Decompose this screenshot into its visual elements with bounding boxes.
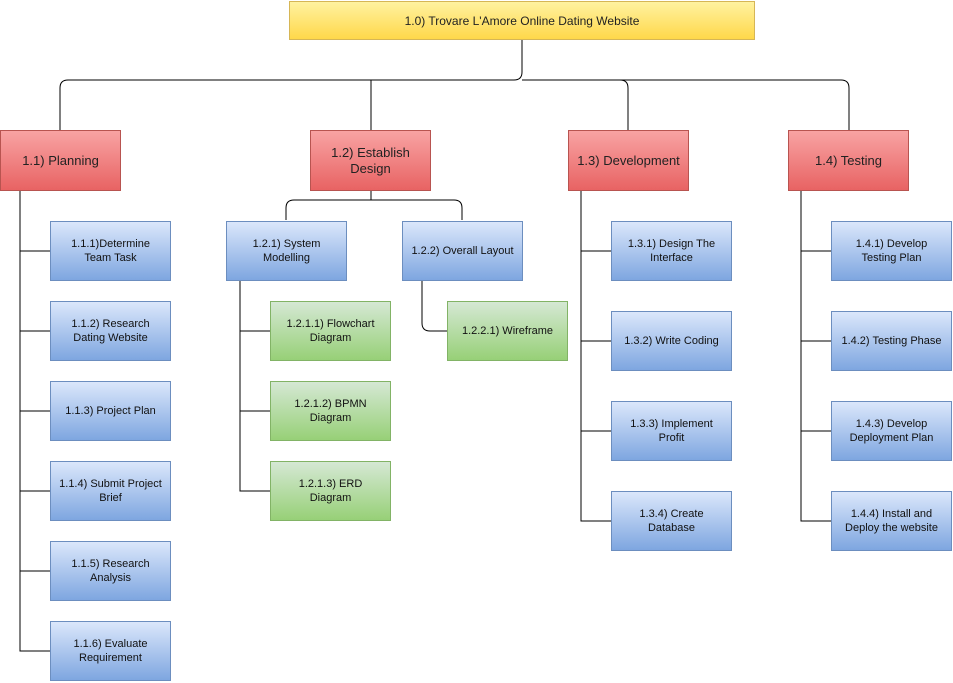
root-label: 1.0) Trovare L'Amore Online Dating Websi… [404,13,640,28]
task-label: 1.2.1) System Modelling [252,238,321,264]
task-label: 1.4.3) Develop Deployment Plan [849,418,934,444]
task-label: 1.1.5) Research Analysis [71,558,150,584]
task-label: 1.1.1)Determine Team Task [71,238,150,264]
subbranch-overall-layout[interactable]: 1.2.2) Overall Layout [402,221,523,281]
task-node[interactable]: 1.3.4) Create Database [611,491,732,551]
subtask-label: 1.2.1.2) BPMN Diagram [294,398,367,424]
branch-development[interactable]: 1.3) Development [568,130,689,191]
branch-label: 1.3) Development [577,152,680,168]
branch-planning[interactable]: 1.1) Planning [0,130,121,191]
subtask-node[interactable]: 1.2.1.3) ERD Diagram [270,461,391,521]
task-label: 1.1.4) Submit Project Brief [59,478,162,504]
task-node[interactable]: 1.4.2) Testing Phase [831,311,952,371]
task-node[interactable]: 1.3.1) Design The Interface [611,221,732,281]
task-node[interactable]: 1.1.1)Determine Team Task [50,221,171,281]
task-label: 1.2.2) Overall Layout [411,245,514,257]
task-label: 1.3.4) Create Database [639,508,704,534]
task-node[interactable]: 1.1.4) Submit Project Brief [50,461,171,521]
subtask-label: 1.2.2.1) Wireframe [461,325,554,337]
task-label: 1.1.6) Evaluate Requirement [73,638,148,664]
task-node[interactable]: 1.4.3) Develop Deployment Plan [831,401,952,461]
branch-testing[interactable]: 1.4) Testing [788,130,909,191]
task-node[interactable]: 1.4.1) Develop Testing Plan [831,221,952,281]
subtask-node[interactable]: 1.2.2.1) Wireframe [447,301,568,361]
task-node[interactable]: 1.1.5) Research Analysis [50,541,171,601]
subtask-label: 1.2.1.3) ERD Diagram [298,478,363,504]
task-label: 1.1.3) Project Plan [65,405,156,417]
task-node[interactable]: 1.1.2) Research Dating Website [50,301,171,361]
branch-establish-design[interactable]: 1.2) Establish Design [310,130,431,191]
task-label: 1.3.3) Implement Profit [630,418,713,444]
task-label: 1.4.1) Develop Testing Plan [855,238,928,264]
task-node[interactable]: 1.3.3) Implement Profit [611,401,732,461]
task-label: 1.3.1) Design The Interface [627,238,716,264]
subtask-node[interactable]: 1.2.1.1) Flowchart Diagram [270,301,391,361]
subtask-label: 1.2.1.1) Flowchart Diagram [286,318,375,344]
task-label: 1.4.4) Install and Deploy the website [845,508,938,534]
task-label: 1.4.2) Testing Phase [841,335,942,347]
task-node[interactable]: 1.1.6) Evaluate Requirement [50,621,171,681]
task-node[interactable]: 1.4.4) Install and Deploy the website [831,491,952,551]
root-node[interactable]: 1.0) Trovare L'Amore Online Dating Websi… [289,1,755,40]
subbranch-system-modelling[interactable]: 1.2.1) System Modelling [226,221,347,281]
branch-label: 1.2) Establish Design [331,144,410,176]
task-node[interactable]: 1.3.2) Write Coding [611,311,732,371]
branch-label: 1.4) Testing [815,152,882,168]
subtask-node[interactable]: 1.2.1.2) BPMN Diagram [270,381,391,441]
branch-label: 1.1) Planning [22,152,99,168]
task-node[interactable]: 1.1.3) Project Plan [50,381,171,441]
task-label: 1.3.2) Write Coding [624,335,719,347]
task-label: 1.1.2) Research Dating Website [71,318,150,344]
